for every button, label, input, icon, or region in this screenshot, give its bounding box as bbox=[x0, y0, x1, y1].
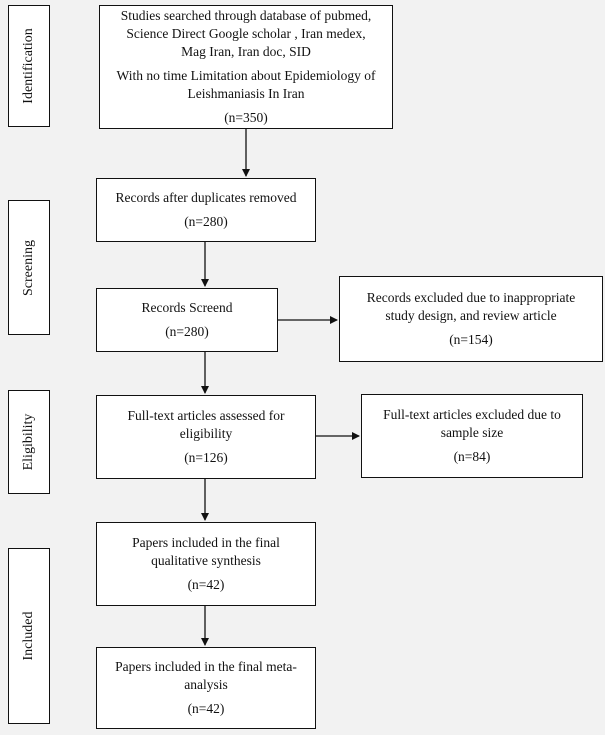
stage-identification: Identification bbox=[8, 5, 50, 127]
qualitative-count: (n=42) bbox=[187, 577, 225, 592]
stage-included: Included bbox=[8, 548, 50, 724]
qualitative-synthesis-box: Papers included in the final qualitative… bbox=[96, 522, 316, 606]
stage-eligibility: Eligibility bbox=[8, 390, 50, 494]
search-line-4: With no time Limitation about Epidemiolo… bbox=[116, 68, 376, 83]
excluded-design-line-2: study design, and review article bbox=[385, 308, 557, 323]
excluded-sample-count: (n=84) bbox=[453, 449, 491, 464]
screened-count: (n=280) bbox=[165, 324, 209, 339]
meta-analysis-line-1: Papers included in the final meta- bbox=[115, 659, 297, 674]
duplicates-removed-box: Records after duplicates removed (n=280) bbox=[96, 178, 316, 242]
excluded-design-count: (n=154) bbox=[449, 332, 493, 347]
excluded-sample-line-2: sample size bbox=[440, 425, 504, 440]
search-line-3: Mag Iran, Iran doc, SID bbox=[181, 44, 311, 59]
duplicates-removed-count: (n=280) bbox=[184, 214, 228, 229]
fulltext-assessed-count: (n=126) bbox=[184, 450, 228, 465]
screened-box: Records Screend (n=280) bbox=[96, 288, 278, 352]
qualitative-line-2: qualitative synthesis bbox=[151, 553, 261, 568]
excluded-sample-box: Full-text articles excluded due to sampl… bbox=[361, 394, 583, 478]
search-line-5: Leishmaniasis In Iran bbox=[187, 86, 305, 101]
fulltext-assessed-box: Full-text articles assessed for eligibil… bbox=[96, 395, 316, 479]
screened-line-1: Records Screend bbox=[141, 300, 233, 315]
fulltext-assessed-line-2: eligibility bbox=[179, 426, 233, 441]
meta-analysis-count: (n=42) bbox=[187, 701, 225, 716]
duplicates-removed-line-1: Records after duplicates removed bbox=[115, 190, 297, 205]
search-line-2: Science Direct Google scholar , Iran med… bbox=[126, 26, 366, 41]
meta-analysis-box: Papers included in the final meta- analy… bbox=[96, 647, 316, 729]
excluded-design-line-1: Records excluded due to inappropriate bbox=[366, 290, 576, 305]
meta-analysis-line-2: analysis bbox=[184, 677, 228, 692]
qualitative-line-1: Papers included in the final bbox=[132, 535, 280, 550]
search-box: Studies searched through database of pub… bbox=[99, 5, 393, 129]
excluded-sample-line-1: Full-text articles excluded due to bbox=[383, 407, 561, 422]
excluded-design-box: Records excluded due to inappropriate st… bbox=[339, 276, 603, 362]
stage-screening: Screening bbox=[8, 200, 50, 335]
search-line-1: Studies searched through database of pub… bbox=[120, 8, 372, 23]
search-count: (n=350) bbox=[224, 110, 268, 125]
fulltext-assessed-line-1: Full-text articles assessed for bbox=[127, 408, 285, 423]
